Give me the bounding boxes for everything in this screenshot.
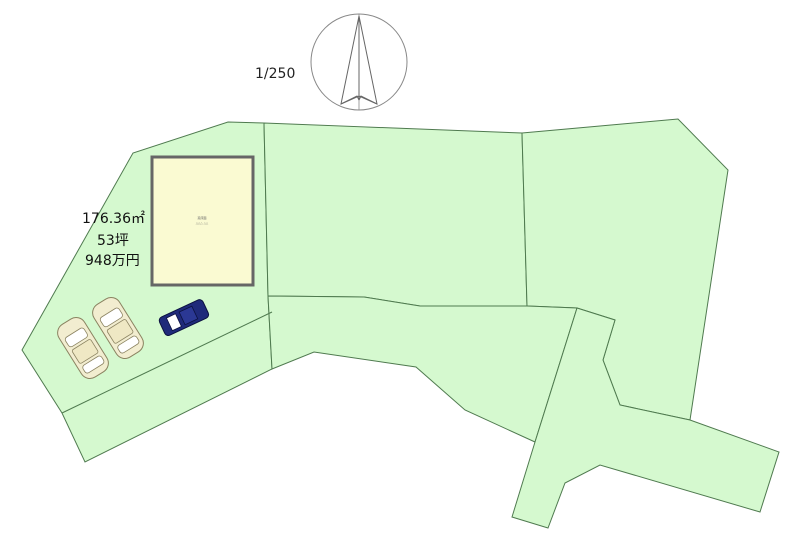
plot-price-text: 948万円 xyxy=(85,253,140,269)
plot-tsubo-text: 53坪 xyxy=(97,233,129,249)
access-road xyxy=(511,307,780,529)
north-arrow-icon xyxy=(310,13,408,111)
driveway-edge xyxy=(61,311,273,414)
house-label-line1: 延床面 xyxy=(197,215,206,220)
land-parcels xyxy=(21,118,780,529)
parcel-center xyxy=(267,295,578,443)
car-icon xyxy=(158,299,210,336)
house-footprint: 延床面 △△△ △△ xyxy=(150,155,255,287)
plot-area-text: 176.36㎡ xyxy=(82,211,145,227)
scale-label: 1/250 xyxy=(255,66,295,82)
parcel-north-middle xyxy=(263,122,528,307)
car-icon xyxy=(57,317,109,379)
house-label-line2: △△△ △△ xyxy=(196,221,209,225)
car-icon xyxy=(92,297,144,359)
